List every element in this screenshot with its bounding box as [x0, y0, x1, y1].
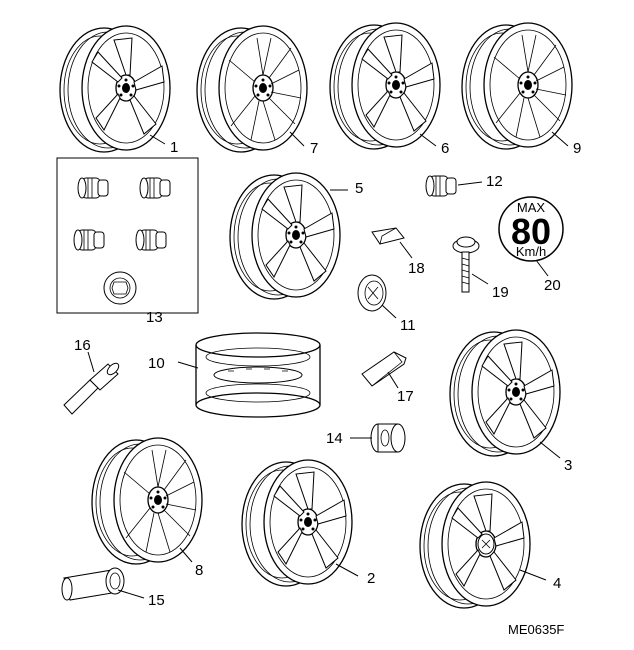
wheel-9: [461, 22, 573, 150]
centre-badge-11: [357, 274, 387, 312]
callout-11: 11: [400, 317, 416, 334]
drawing-code: ME0635F: [508, 622, 564, 637]
speed-label-value: 80: [511, 211, 551, 252]
callout-14: 14: [326, 430, 343, 447]
wheel-6: [329, 22, 441, 150]
locking-nut-key: [103, 271, 137, 305]
callout-10: 10: [148, 355, 165, 372]
wheel-5: [229, 172, 341, 300]
callout-7: 7: [310, 140, 318, 157]
wheel-3: [449, 329, 561, 457]
callout-12: 12: [486, 173, 503, 190]
wheel-1: [59, 25, 171, 153]
clip-weight-17: [361, 351, 407, 387]
locking-nut-2: [139, 177, 171, 199]
wheel-2: [241, 459, 353, 587]
wheel-bolt-19: [452, 236, 480, 293]
adaptor-16: [63, 362, 120, 415]
locking-nut-3: [73, 229, 105, 251]
callout-8: 8: [195, 562, 203, 579]
callout-5: 5: [355, 180, 363, 197]
wheel-4: [419, 481, 531, 609]
callout-2: 2: [367, 570, 375, 587]
speed-label-max: MAX: [517, 200, 546, 215]
nut-cap-14: [370, 423, 406, 453]
speed-limit-label-20: MAX 80 Km/h: [498, 196, 564, 262]
callout-4: 4: [553, 575, 561, 592]
callout-3: 3: [564, 457, 572, 474]
locking-nut-1: [77, 177, 109, 199]
callout-17: 17: [397, 388, 414, 405]
wheel-8: [91, 437, 203, 565]
callout-1: 1: [170, 139, 178, 156]
callout-6: 6: [441, 140, 449, 157]
callout-13: 13: [146, 309, 163, 326]
wheel-nut-12: [425, 175, 457, 197]
callout-15: 15: [148, 592, 165, 609]
callout-19: 19: [492, 284, 509, 301]
locking-nut-4: [135, 229, 167, 251]
wheel-10-steel: [195, 332, 321, 418]
callout-20: 20: [544, 277, 561, 294]
speed-label-unit: Km/h: [516, 244, 546, 259]
locking-nut-set-box: [56, 157, 199, 314]
sleeve-15: [61, 567, 125, 601]
callout-16: 16: [74, 337, 91, 354]
callout-18: 18: [408, 260, 425, 277]
callout-9: 9: [573, 140, 581, 157]
balance-weight-18: [371, 227, 405, 245]
